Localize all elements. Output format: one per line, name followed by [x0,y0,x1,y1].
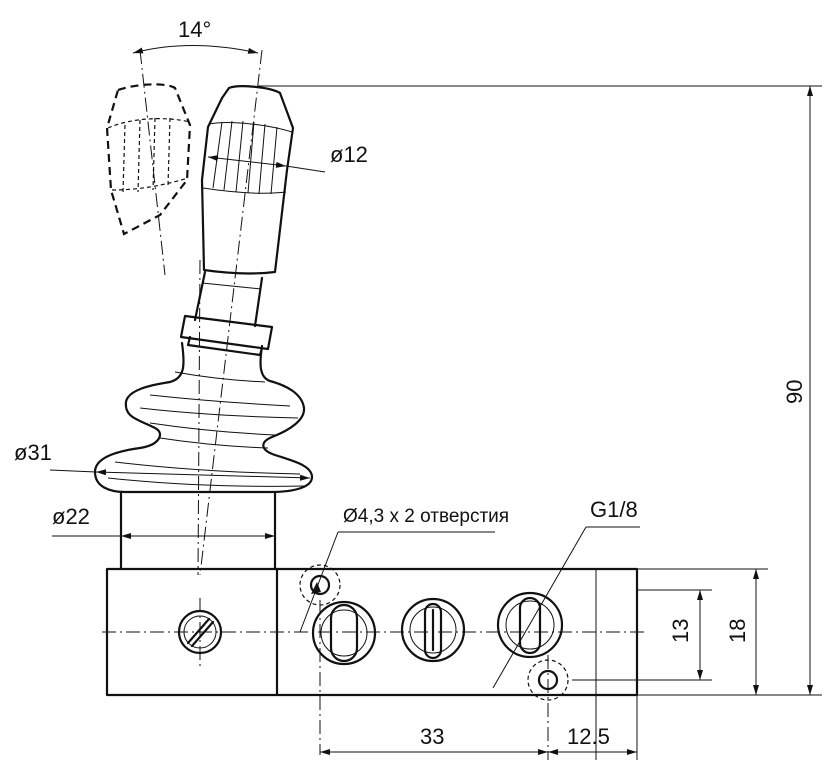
dim-13-label: 13 [668,619,693,643]
dia-bellows-label: ø31 [14,440,52,465]
holes-note: Ø4,3 х 2 отверстия [299,506,509,633]
dim-18-label: 18 [725,619,750,643]
handle [200,85,295,275]
mounting-hole-bottom [527,655,569,760]
port-thread-label: G1/8 [590,497,638,522]
angle-label: 14° [178,17,211,42]
handle-tilted-ghost [105,83,192,236]
dia-bellows-dimension: ø31 [14,440,311,481]
port-1 [311,600,377,755]
collar [179,314,274,357]
axis-ghost [139,49,166,276]
rubber-bellows [93,341,314,494]
dia-neck-dimension: ø22 [52,504,275,539]
dim-90-label: 90 [782,380,807,404]
port-thread-dimension: G1/8 [492,497,640,689]
dim-33: 33 [320,695,638,760]
valve-body [102,567,645,697]
dia-handle-label: ø12 [330,142,368,167]
dim-12-5: 12.5 [548,724,637,755]
angle-dimension: 14° [132,17,259,54]
dim-13: 13 [572,589,712,681]
dia-handle-dimension: ø12 [207,142,368,173]
dim-18: 18 [637,568,768,696]
port-2 [400,597,466,663]
port-3-g18 [496,591,564,659]
dim-90: 90 [258,85,822,696]
holes-note-label: Ø4,3 х 2 отверстия [343,506,509,527]
dim-33-label: 33 [420,724,444,749]
dia-neck-label: ø22 [52,504,90,529]
axis-tilted [199,49,263,576]
dim-12-5-label: 12.5 [567,724,610,749]
screw-head [177,598,223,666]
axis-vertical [197,259,201,576]
mounting-hole-top [299,564,341,606]
neck [119,490,277,571]
